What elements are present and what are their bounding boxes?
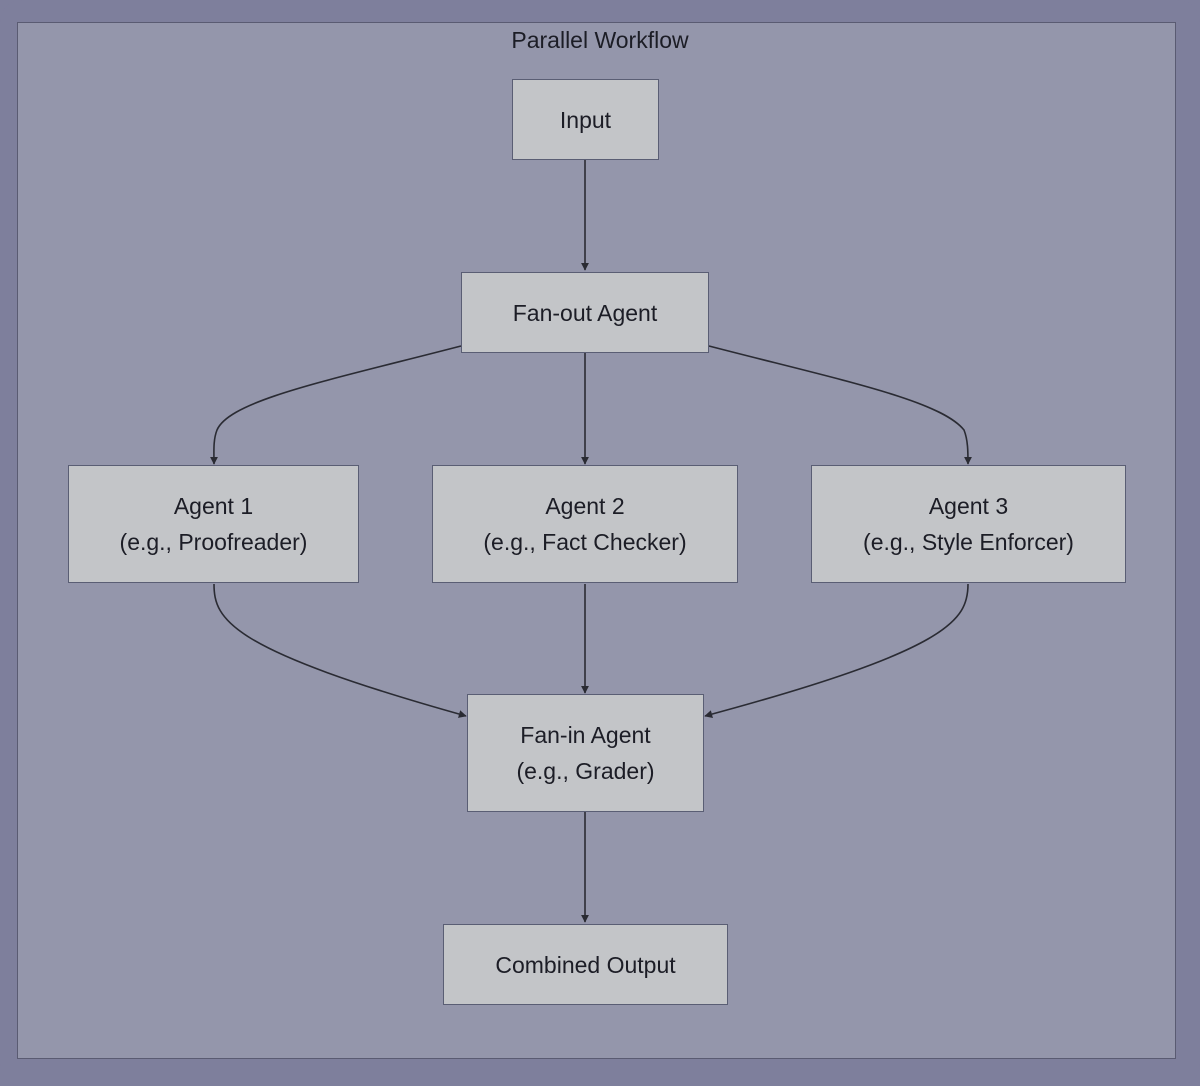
- node-agent-3-sublabel: (e.g., Style Enforcer): [863, 529, 1074, 555]
- node-fan-out-label: Fan-out Agent: [512, 299, 658, 326]
- node-agent-2-label: Agent 2: [545, 493, 625, 519]
- node-agent-3-label: Agent 3: [928, 493, 1009, 519]
- node-fan-in-label: Fan-in Agent: [520, 722, 651, 748]
- node-combined-output-label: Combined Output: [495, 951, 676, 978]
- node-input: Input: [512, 79, 659, 160]
- node-fan-in-sublabel: (e.g., Grader): [516, 758, 655, 784]
- node-combined-output: Combined Output: [443, 924, 728, 1005]
- node-input-label: Input: [559, 106, 612, 133]
- node-agent-1-sublabel: (e.g., Proofreader): [119, 529, 308, 555]
- node-agent-1: Agent 1 (e.g., Proofreader): [68, 465, 359, 583]
- edge-fan-out-to-agent1: [209, 345, 462, 465]
- node-agent-1-label: Agent 1: [173, 493, 254, 519]
- node-agent-2: Agent 2 (e.g., Fact Checker): [432, 465, 738, 583]
- edge-fan-out-to-agent3: [708, 345, 972, 465]
- node-fan-out-agent: Fan-out Agent: [461, 272, 709, 353]
- edge-agent1-to-fan-in: [213, 583, 467, 718]
- cluster-title: Parallel Workflow: [511, 27, 689, 53]
- node-agent-2-sublabel: (e.g., Fact Checker): [483, 529, 687, 555]
- node-fan-in-agent: Fan-in Agent (e.g., Grader): [467, 694, 704, 812]
- edge-agent3-to-fan-in: [704, 583, 969, 718]
- node-agent-3: Agent 3 (e.g., Style Enforcer): [811, 465, 1126, 583]
